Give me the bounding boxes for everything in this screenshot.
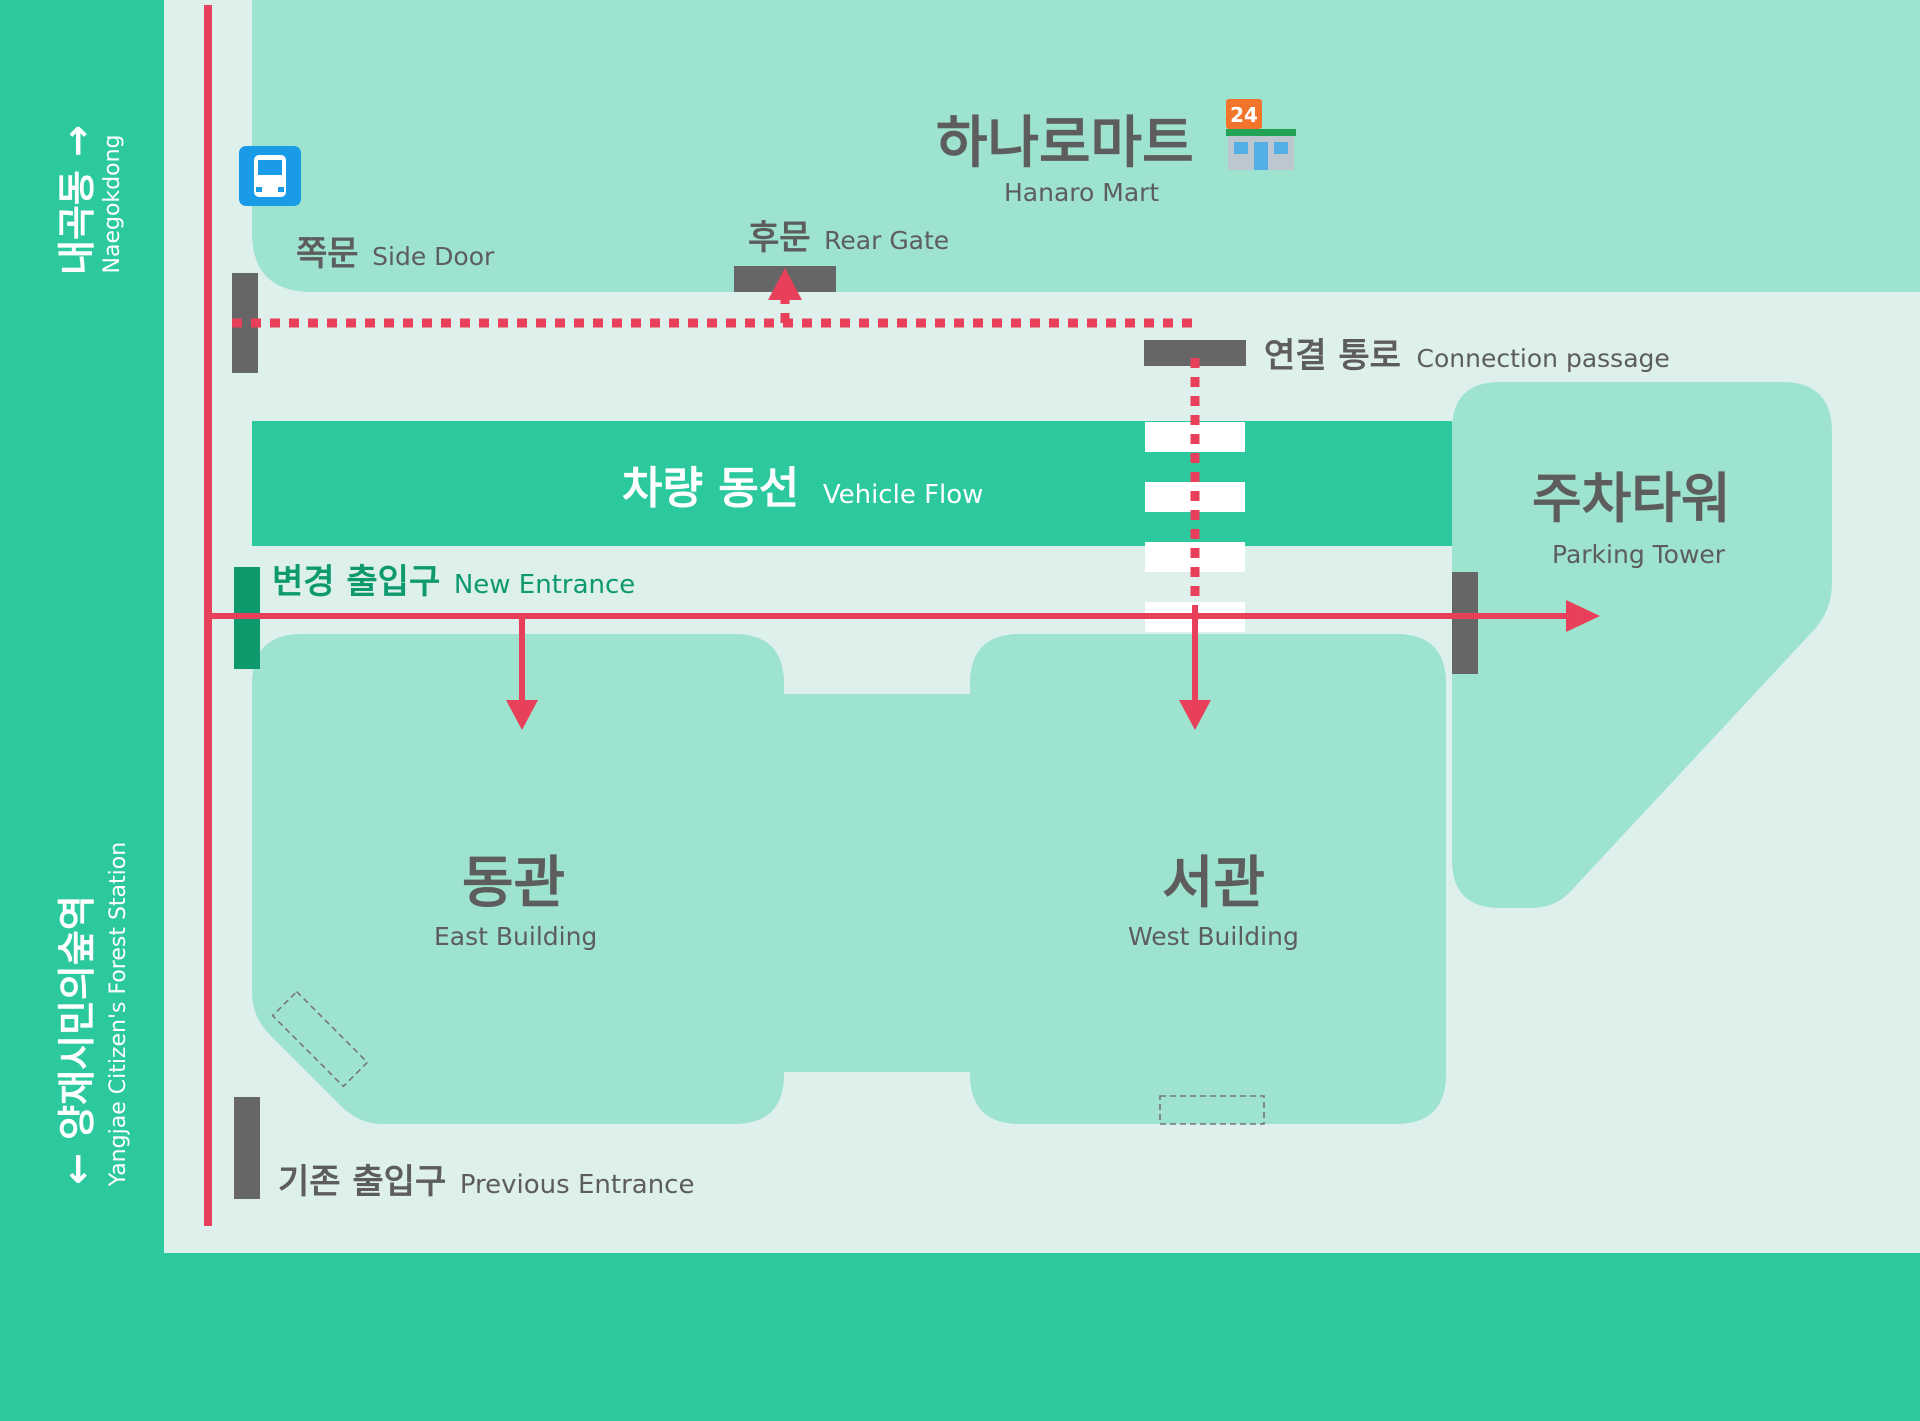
street-label-south: ← 양재시민의숲역 xyxy=(46,820,99,1260)
street-north-english: Naegokdong xyxy=(100,134,125,274)
bus-icon xyxy=(239,146,301,206)
svg-text:24: 24 xyxy=(1230,103,1258,127)
connection-korean: 연결 통로 xyxy=(1264,336,1401,376)
vehicle-flow-korean: 차량 동선 xyxy=(622,463,800,514)
street-label-north: 내곡동 → xyxy=(46,70,99,330)
parking-tower-area xyxy=(1452,382,1832,908)
rear-gate-korean: 후문 xyxy=(748,218,811,258)
mart-area xyxy=(252,0,1920,292)
west-building-title: 서관 xyxy=(1162,851,1266,916)
parking-tower-subtitle: Parking Tower xyxy=(1552,540,1726,569)
east-building-subtitle: East Building xyxy=(434,922,598,951)
rear-gate-english: Rear Gate xyxy=(824,226,950,255)
arrow-to-parking xyxy=(1566,600,1600,632)
new-entrance-korean: 변경 출입구 xyxy=(272,562,441,602)
route-arrowheads xyxy=(506,268,1600,730)
street-label-north-en: Naegokdong xyxy=(100,84,128,324)
side-door-label: 쪽문 Side Door xyxy=(296,226,494,275)
previous-entrance-korean: 기존 출입구 xyxy=(278,1162,447,1202)
convenience-store-24-icon: 24 xyxy=(1226,99,1296,170)
rear-gate-label: 후문 Rear Gate xyxy=(748,210,949,259)
previous-entrance-english: Previous Entrance xyxy=(459,1170,695,1200)
east-west-building-area xyxy=(252,634,1446,1124)
street-south-english: Yangjae Citizen's Forest Station xyxy=(106,841,131,1187)
side-door-korean: 쪽문 xyxy=(296,234,359,274)
street-label-south-en: Yangjae Citizen's Forest Station xyxy=(106,814,134,1214)
parking-gate-bar xyxy=(1452,572,1478,674)
vehicle-road xyxy=(252,421,1452,546)
previous-entrance-label: 기존 출입구 Previous Entrance xyxy=(278,1154,694,1203)
west-building-subtitle: West Building xyxy=(1128,922,1299,951)
side-door-english: Side Door xyxy=(372,242,495,271)
dashed-box-west xyxy=(1159,1095,1265,1125)
arrow-to-west-building xyxy=(1179,700,1211,730)
connection-english: Connection passage xyxy=(1416,344,1670,373)
east-building-title: 동관 xyxy=(462,851,566,916)
vehicle-flow-english: Vehicle Flow xyxy=(822,480,984,510)
mart-title: 하나로마트 xyxy=(936,111,1194,176)
arrow-to-rear-gate xyxy=(768,268,802,300)
vehicle-flow-label: 차량 동선 Vehicle Flow xyxy=(622,452,983,516)
new-entrance-label: 변경 출입구 New Entrance xyxy=(272,554,635,603)
street-south-korean: ← 양재시민의숲역 xyxy=(55,895,99,1185)
mart-subtitle: Hanaro Mart xyxy=(1004,178,1160,207)
parking-tower-title: 주차타워 xyxy=(1532,467,1731,530)
new-entrance-english: New Entrance xyxy=(453,570,636,600)
street-north-korean: 내곡동 → xyxy=(55,125,99,275)
connection-passage-label: 연결 통로 Connection passage xyxy=(1264,328,1670,377)
vehicle-route xyxy=(208,605,1572,702)
previous-entrance-bar xyxy=(234,1097,260,1199)
arrow-to-east-building xyxy=(506,700,538,730)
